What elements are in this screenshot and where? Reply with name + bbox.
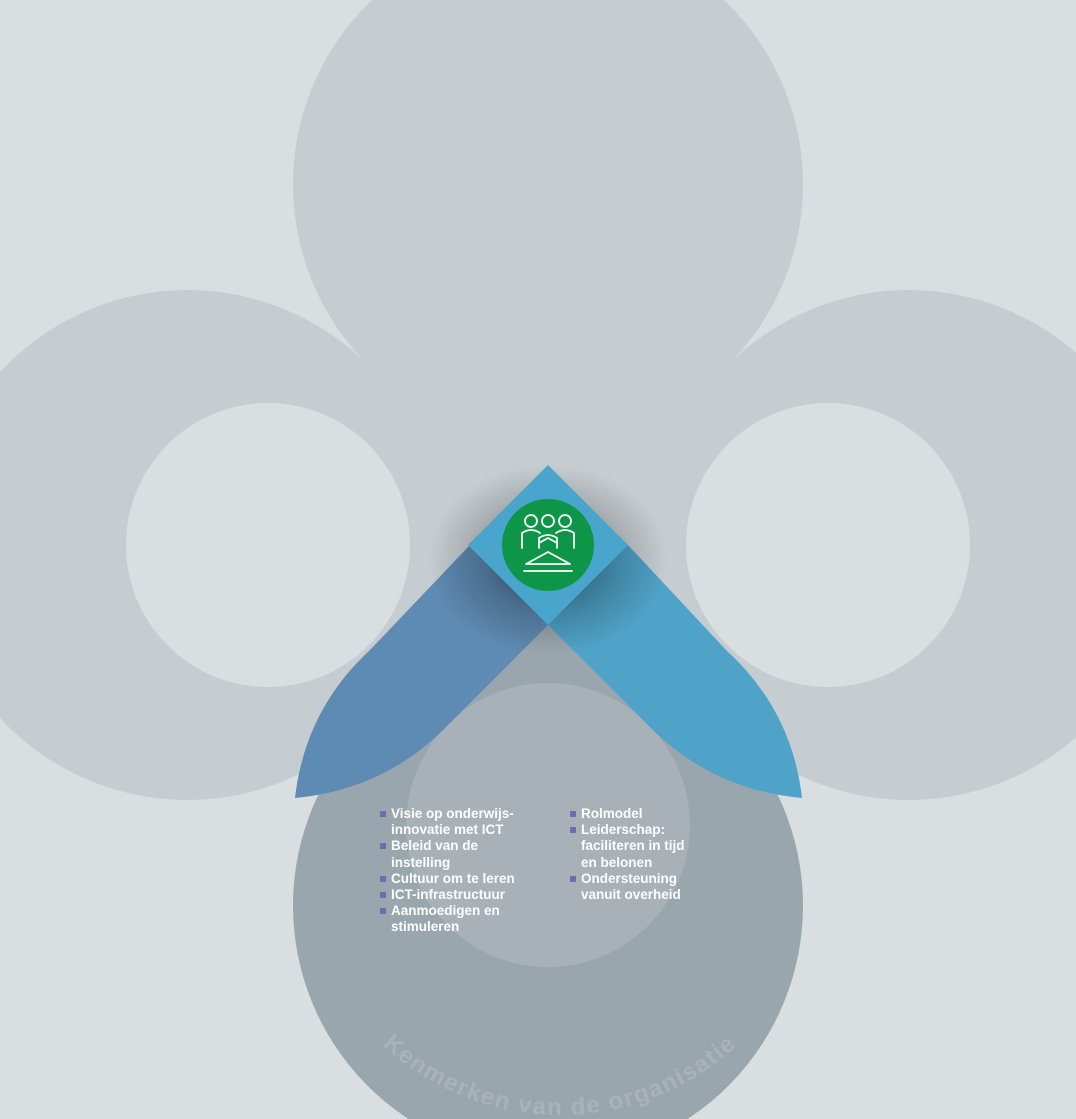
icon-circle <box>502 499 594 591</box>
list-left-item: Cultuur om te leren <box>380 871 555 887</box>
bullet-square-icon <box>380 811 386 817</box>
item-text: ICT-infrastructuur <box>391 887 506 903</box>
list-left-item: Visie op onderwijs- innovatie met ICT <box>380 806 555 838</box>
petal-right-hole <box>686 403 970 687</box>
item-text: Leiderschap: faciliteren in tijd en belo… <box>581 822 685 870</box>
bullet-square-icon <box>380 892 386 899</box>
list-right-item: Leiderschap: faciliteren in tijd en belo… <box>570 822 720 871</box>
petal-bottom-inner <box>406 683 690 967</box>
bullet-square-icon <box>570 811 576 817</box>
petal-top <box>293 0 803 545</box>
bullet-square-icon <box>380 875 386 882</box>
item-text: Visie op onderwijs- innovatie met ICT <box>391 806 514 838</box>
list-right-item: Rolmodel <box>570 806 720 822</box>
people-around-table-icon <box>521 514 575 572</box>
list-left-item: Beleid van de instelling <box>380 838 555 870</box>
petal-left-hole <box>126 403 410 687</box>
bullet-square-icon <box>570 875 576 882</box>
item-text: Beleid van de instelling <box>391 838 479 870</box>
list-left-item: ICT-infrastructuur <box>380 887 555 903</box>
item-text: Aanmoedigen en stimuleren <box>391 903 500 935</box>
bullet-square-icon <box>380 843 386 850</box>
bullet-square-icon <box>570 827 576 834</box>
list-left-item: Aanmoedigen en stimuleren <box>380 903 555 935</box>
item-text: Cultuur om te leren <box>391 870 515 886</box>
bullet-square-icon <box>380 908 386 915</box>
item-text: Rolmodel <box>581 806 643 821</box>
list-right-item: Ondersteuning vanuit overheid <box>570 871 720 903</box>
item-text: Ondersteuning vanuit overheid <box>581 870 681 903</box>
